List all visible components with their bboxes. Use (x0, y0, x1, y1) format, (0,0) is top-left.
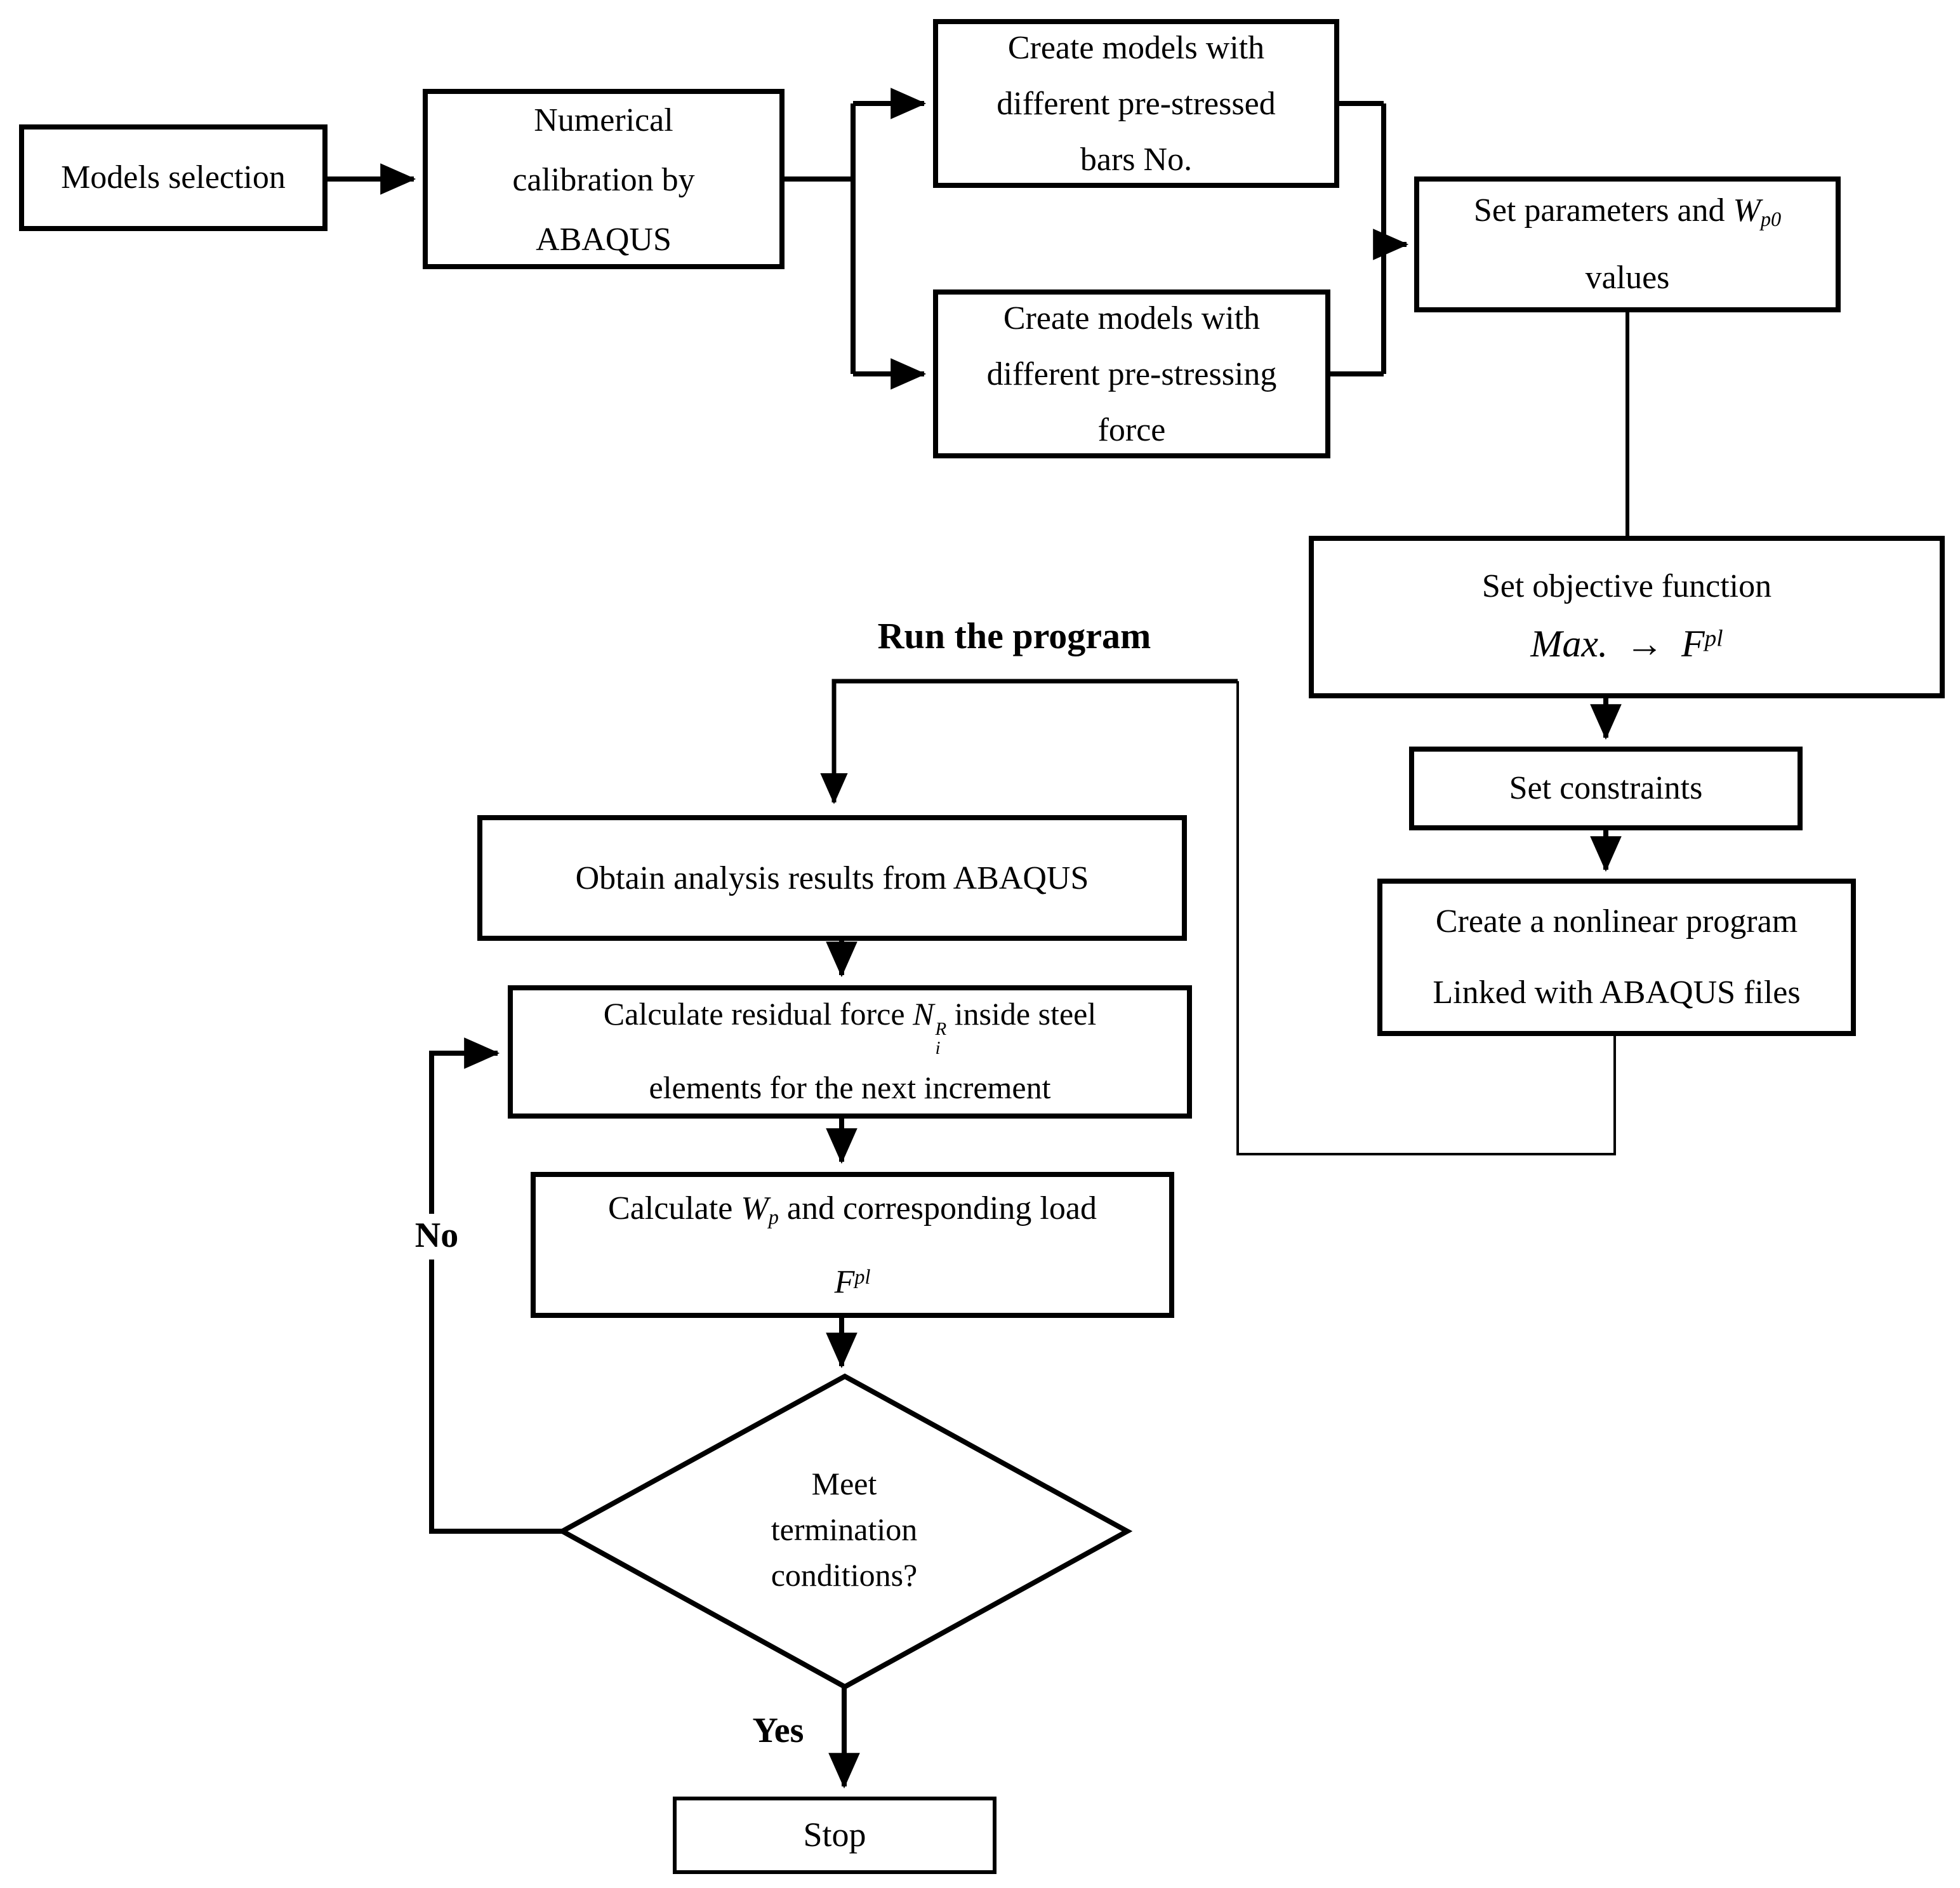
node-models-prestressing-force: Create models with different pre-stressi… (933, 289, 1330, 458)
math-symbol: N (913, 998, 934, 1033)
node-numerical-calibration: Numerical calibration by ABAQUS (423, 89, 785, 269)
math-symbol: F (834, 1263, 855, 1301)
node-label: Obtain analysis results from ABAQUS (575, 859, 1089, 896)
node-label-line: Calculate Wp and corresponding load (608, 1189, 1097, 1229)
node-label-line: calibration by (512, 161, 695, 197)
conn-run-obtain (820, 679, 1238, 804)
node-models-prestressed-bars: Create models with different pre-stresse… (933, 19, 1339, 188)
math-symbol: W (741, 1189, 769, 1227)
node-create-nonlinear-program: Create a nonlinear program Linked with A… (1377, 879, 1856, 1036)
node-label-line: Meet (811, 1468, 877, 1502)
node-set-objective-function: Set objective function Max.→Fpl (1309, 536, 1945, 698)
conn-nonlinear-return (1236, 681, 1616, 1155)
node-label-line: Fpl (835, 1248, 871, 1312)
node-label: Set constraints (1509, 769, 1703, 806)
node-stop: Stop (673, 1797, 997, 1874)
no-branch-label: No (404, 1214, 469, 1260)
node-label-line: Create a nonlinear program (1435, 903, 1798, 940)
right-arrow-glyph: → (1626, 623, 1664, 665)
node-models-selection: Models selection (19, 124, 328, 231)
yes-branch-label: Yes (742, 1709, 814, 1755)
math-superscript: pl (1704, 625, 1723, 653)
node-label-line: ABAQUS (536, 220, 672, 257)
node-label-line: Linked with ABAQUS files (1433, 974, 1801, 1011)
node-label-line: force (1097, 411, 1166, 448)
math-symbol: F (1681, 623, 1705, 665)
node-label: Models selection (61, 159, 286, 196)
node-label-line: Numerical (534, 101, 673, 138)
node-label-line: elements for the next increment (649, 1071, 1051, 1106)
conn-decision-residual (429, 1037, 562, 1534)
node-decision-termination: Meet termination conditions? (660, 1435, 1028, 1628)
node-calculate-wp-load: Calculate Wp and corresponding load Fpl (531, 1172, 1174, 1318)
node-label-line: termination (771, 1513, 918, 1548)
math-superscript: R (935, 1020, 947, 1040)
node-label-line: Create models with (1003, 299, 1261, 336)
node-label-line: Set objective function (1481, 568, 1772, 604)
node-set-constraints: Set constraints (1409, 747, 1803, 830)
node-label-line: different pre-stressed (997, 84, 1276, 121)
node-label-line: values (1585, 258, 1670, 295)
math-subscript: p0 (1760, 210, 1782, 232)
node-label-line: Create models with (1007, 29, 1265, 65)
node-label-line: bars No. (1080, 140, 1193, 177)
decision-diamond (557, 1373, 1133, 1690)
objective-formula: Max.→Fpl (1530, 623, 1723, 665)
conn-numerical-branch (785, 103, 856, 374)
math-symbol: W (1733, 192, 1761, 229)
math-subscript: i (935, 1039, 941, 1060)
node-set-parameters: Set parameters and Wp0 values (1414, 176, 1841, 312)
node-label-line: Set parameters and Wp0 (1473, 192, 1782, 232)
math-superscript: pl (854, 1266, 871, 1289)
math-subscript: p (768, 1207, 779, 1229)
node-label-line: conditions? (771, 1559, 918, 1593)
node-obtain-results: Obtain analysis results from ABAQUS (477, 815, 1187, 941)
run-the-program-label: Run the program (877, 616, 1151, 657)
node-label: Stop (803, 1816, 866, 1854)
node-label-line: different pre-stressing (986, 355, 1277, 392)
